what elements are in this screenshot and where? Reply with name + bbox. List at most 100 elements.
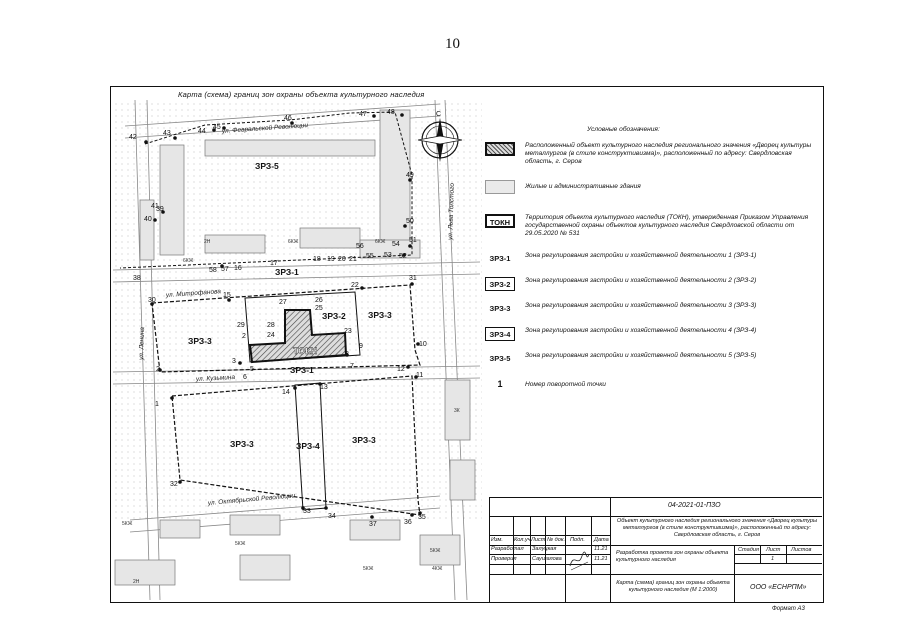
- svg-text:43: 43: [163, 130, 171, 137]
- svg-text:47: 47: [359, 111, 367, 118]
- svg-text:5КЖ: 5КЖ: [430, 548, 441, 554]
- svg-text:54: 54: [392, 241, 400, 248]
- svg-text:ул. Льва Толстого: ул. Льва Толстого: [447, 183, 456, 241]
- svg-text:ТОКН: ТОКН: [293, 346, 317, 356]
- svg-text:55: 55: [366, 253, 374, 260]
- svg-text:ЗРЗ-3: ЗРЗ-3: [368, 310, 392, 320]
- svg-text:22: 22: [351, 282, 359, 289]
- svg-text:12: 12: [397, 366, 405, 373]
- svg-text:56: 56: [356, 243, 364, 250]
- svg-text:ул. Ленина: ул. Ленина: [138, 327, 146, 362]
- svg-text:39: 39: [156, 206, 164, 213]
- svg-text:ЗРЗ-4: ЗРЗ-4: [296, 441, 320, 451]
- svg-text:ул. Митрофанова: ул. Митрофанова: [165, 288, 222, 299]
- svg-text:3К: 3К: [454, 408, 460, 414]
- legend-swatch-buildings: [485, 180, 515, 194]
- object-name: Объект культурного наследия региональног…: [616, 518, 818, 538]
- signature: [569, 551, 590, 571]
- svg-text:40: 40: [144, 216, 152, 223]
- svg-text:58: 58: [209, 267, 217, 274]
- svg-text:20: 20: [338, 256, 346, 263]
- svg-text:42: 42: [129, 134, 137, 141]
- svg-text:2: 2: [242, 333, 246, 340]
- svg-text:13: 13: [320, 384, 328, 391]
- page-number: 10: [445, 36, 460, 52]
- svg-text:38: 38: [133, 275, 141, 282]
- svg-text:ЗРЗ-1: ЗРЗ-1: [290, 365, 314, 375]
- svg-text:33: 33: [303, 508, 311, 515]
- svg-text:37: 37: [369, 521, 377, 528]
- svg-text:25: 25: [315, 305, 323, 312]
- svg-text:5КЖ: 5КЖ: [363, 566, 374, 572]
- svg-text:44: 44: [198, 128, 206, 135]
- svg-text:2Н: 2Н: [204, 239, 211, 245]
- drawing-frame: [110, 86, 824, 603]
- svg-text:9: 9: [359, 343, 363, 350]
- svg-text:28: 28: [267, 322, 275, 329]
- svg-text:15: 15: [223, 292, 231, 299]
- svg-text:5: 5: [250, 366, 254, 373]
- svg-text:ЗРЗ-3: ЗРЗ-3: [188, 336, 212, 346]
- drawing-title: Карта (схема) границ зон охраны объекта …: [616, 580, 730, 593]
- svg-text:18: 18: [313, 256, 321, 263]
- svg-text:6КЖ: 6КЖ: [183, 258, 194, 264]
- svg-text:24: 24: [267, 332, 275, 339]
- project-title: Разработка проекта зон охраны объекта ку…: [616, 550, 729, 563]
- doc-code: 04-2021-01-П3О: [668, 502, 721, 509]
- svg-text:34: 34: [328, 513, 336, 520]
- svg-text:52: 52: [399, 253, 407, 260]
- svg-text:6КЖ: 6КЖ: [288, 239, 299, 245]
- svg-text:5КЖ: 5КЖ: [235, 541, 246, 547]
- svg-text:45: 45: [213, 124, 221, 131]
- svg-text:14: 14: [282, 389, 290, 396]
- svg-text:53: 53: [384, 252, 392, 259]
- svg-text:41: 41: [151, 203, 159, 210]
- svg-text:48: 48: [387, 109, 395, 116]
- svg-text:19: 19: [327, 256, 335, 263]
- svg-text:21: 21: [349, 256, 357, 263]
- svg-text:27: 27: [279, 299, 287, 306]
- svg-text:ул. Кузьмина: ул. Кузьмина: [195, 374, 236, 383]
- svg-text:2: 2: [156, 366, 160, 373]
- svg-text:17: 17: [270, 260, 278, 267]
- svg-text:35: 35: [418, 514, 426, 521]
- svg-text:С: С: [436, 111, 441, 118]
- format-label: Формат А3: [772, 606, 805, 612]
- svg-text:32: 32: [170, 481, 178, 488]
- svg-text:2Н: 2Н: [133, 579, 140, 585]
- svg-text:5КЖ: 5КЖ: [122, 521, 133, 527]
- title-block: 04-2021-01-П3О Объект культурного наслед…: [489, 497, 822, 602]
- svg-text:ЗРЗ-5: ЗРЗ-5: [255, 161, 279, 171]
- svg-text:3: 3: [232, 358, 236, 365]
- svg-text:30: 30: [148, 297, 156, 304]
- svg-text:11: 11: [416, 372, 423, 379]
- svg-text:4КЖ: 4КЖ: [432, 566, 443, 572]
- svg-text:29: 29: [237, 322, 245, 329]
- legend-title: Условные обозначения:: [587, 126, 660, 133]
- svg-text:1: 1: [155, 401, 159, 408]
- svg-text:10: 10: [419, 341, 427, 348]
- svg-text:8: 8: [345, 351, 349, 358]
- svg-text:ЗРЗ-2: ЗРЗ-2: [322, 311, 346, 321]
- svg-text:49: 49: [406, 172, 414, 179]
- svg-text:51: 51: [409, 237, 417, 244]
- organization: ООО «ЕСНРПМ»: [750, 584, 807, 591]
- svg-text:46: 46: [284, 115, 292, 122]
- svg-text:26: 26: [315, 297, 323, 304]
- svg-text:7: 7: [350, 363, 354, 370]
- svg-text:ЗРЗ-3: ЗРЗ-3: [352, 435, 376, 445]
- svg-text:36: 36: [404, 519, 412, 526]
- svg-text:50: 50: [406, 218, 414, 225]
- legend-swatch-object: [485, 142, 515, 156]
- svg-text:6КЖ: 6КЖ: [375, 239, 386, 245]
- svg-text:ЗРЗ-3: ЗРЗ-3: [230, 439, 254, 449]
- svg-text:ЗРЗ-1: ЗРЗ-1: [275, 267, 299, 277]
- svg-text:6: 6: [243, 374, 247, 381]
- svg-text:16: 16: [234, 265, 242, 272]
- svg-text:23: 23: [344, 328, 352, 335]
- svg-text:57: 57: [221, 266, 229, 273]
- compass-icon: С: [417, 111, 463, 162]
- svg-text:31: 31: [409, 275, 417, 282]
- map-title: Карта (схема) границ зон охраны объекта …: [178, 90, 425, 99]
